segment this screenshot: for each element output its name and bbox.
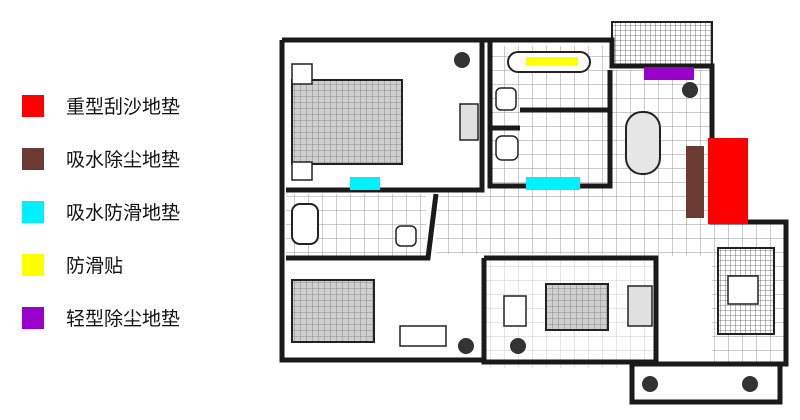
mat-heavy-scraper [708, 138, 748, 224]
legend-item-light-dust-mat: 轻型除尘地垫 [22, 304, 262, 331]
mat-absorbent-antislip-bedroom [350, 177, 380, 190]
bed-second [291, 279, 447, 347]
dining-table [625, 111, 661, 175]
balcony-top [611, 21, 713, 67]
bed-master [291, 63, 479, 181]
antislip-sticker [526, 57, 578, 65]
legend: 重型刮沙地垫 吸水除尘地垫 吸水防滑地垫 防滑贴 轻型除尘地垫 [22, 92, 262, 357]
mat-absorbent-dust [686, 146, 704, 218]
legend-label: 轻型除尘地垫 [66, 308, 181, 330]
legend-swatch-brown [22, 147, 44, 170]
legend-label: 吸水防滑地垫 [66, 202, 181, 224]
bed-third [503, 283, 653, 331]
mat-light-dust [644, 67, 694, 80]
legend-swatch-yellow [22, 253, 44, 276]
legend-label: 防滑贴 [66, 255, 124, 277]
legend-label: 吸水除尘地垫 [66, 149, 181, 171]
legend-item-absorbent-dust-mat: 吸水除尘地垫 [22, 145, 262, 172]
legend-swatch-cyan [22, 200, 44, 223]
legend-label: 重型刮沙地垫 [66, 96, 181, 118]
legend-item-antislip-sticker: 防滑贴 [22, 251, 262, 278]
legend-swatch-purple [22, 306, 44, 329]
legend-swatch-red [22, 94, 44, 117]
mats [350, 57, 748, 224]
legend-item-heavy-scraper-mat: 重型刮沙地垫 [22, 92, 262, 119]
living-sofa-set [717, 247, 775, 335]
mat-absorbent-antislip-bath [526, 177, 580, 190]
plant-icons [454, 52, 758, 392]
legend-item-absorbent-antislip-mat: 吸水防滑地垫 [22, 198, 262, 225]
